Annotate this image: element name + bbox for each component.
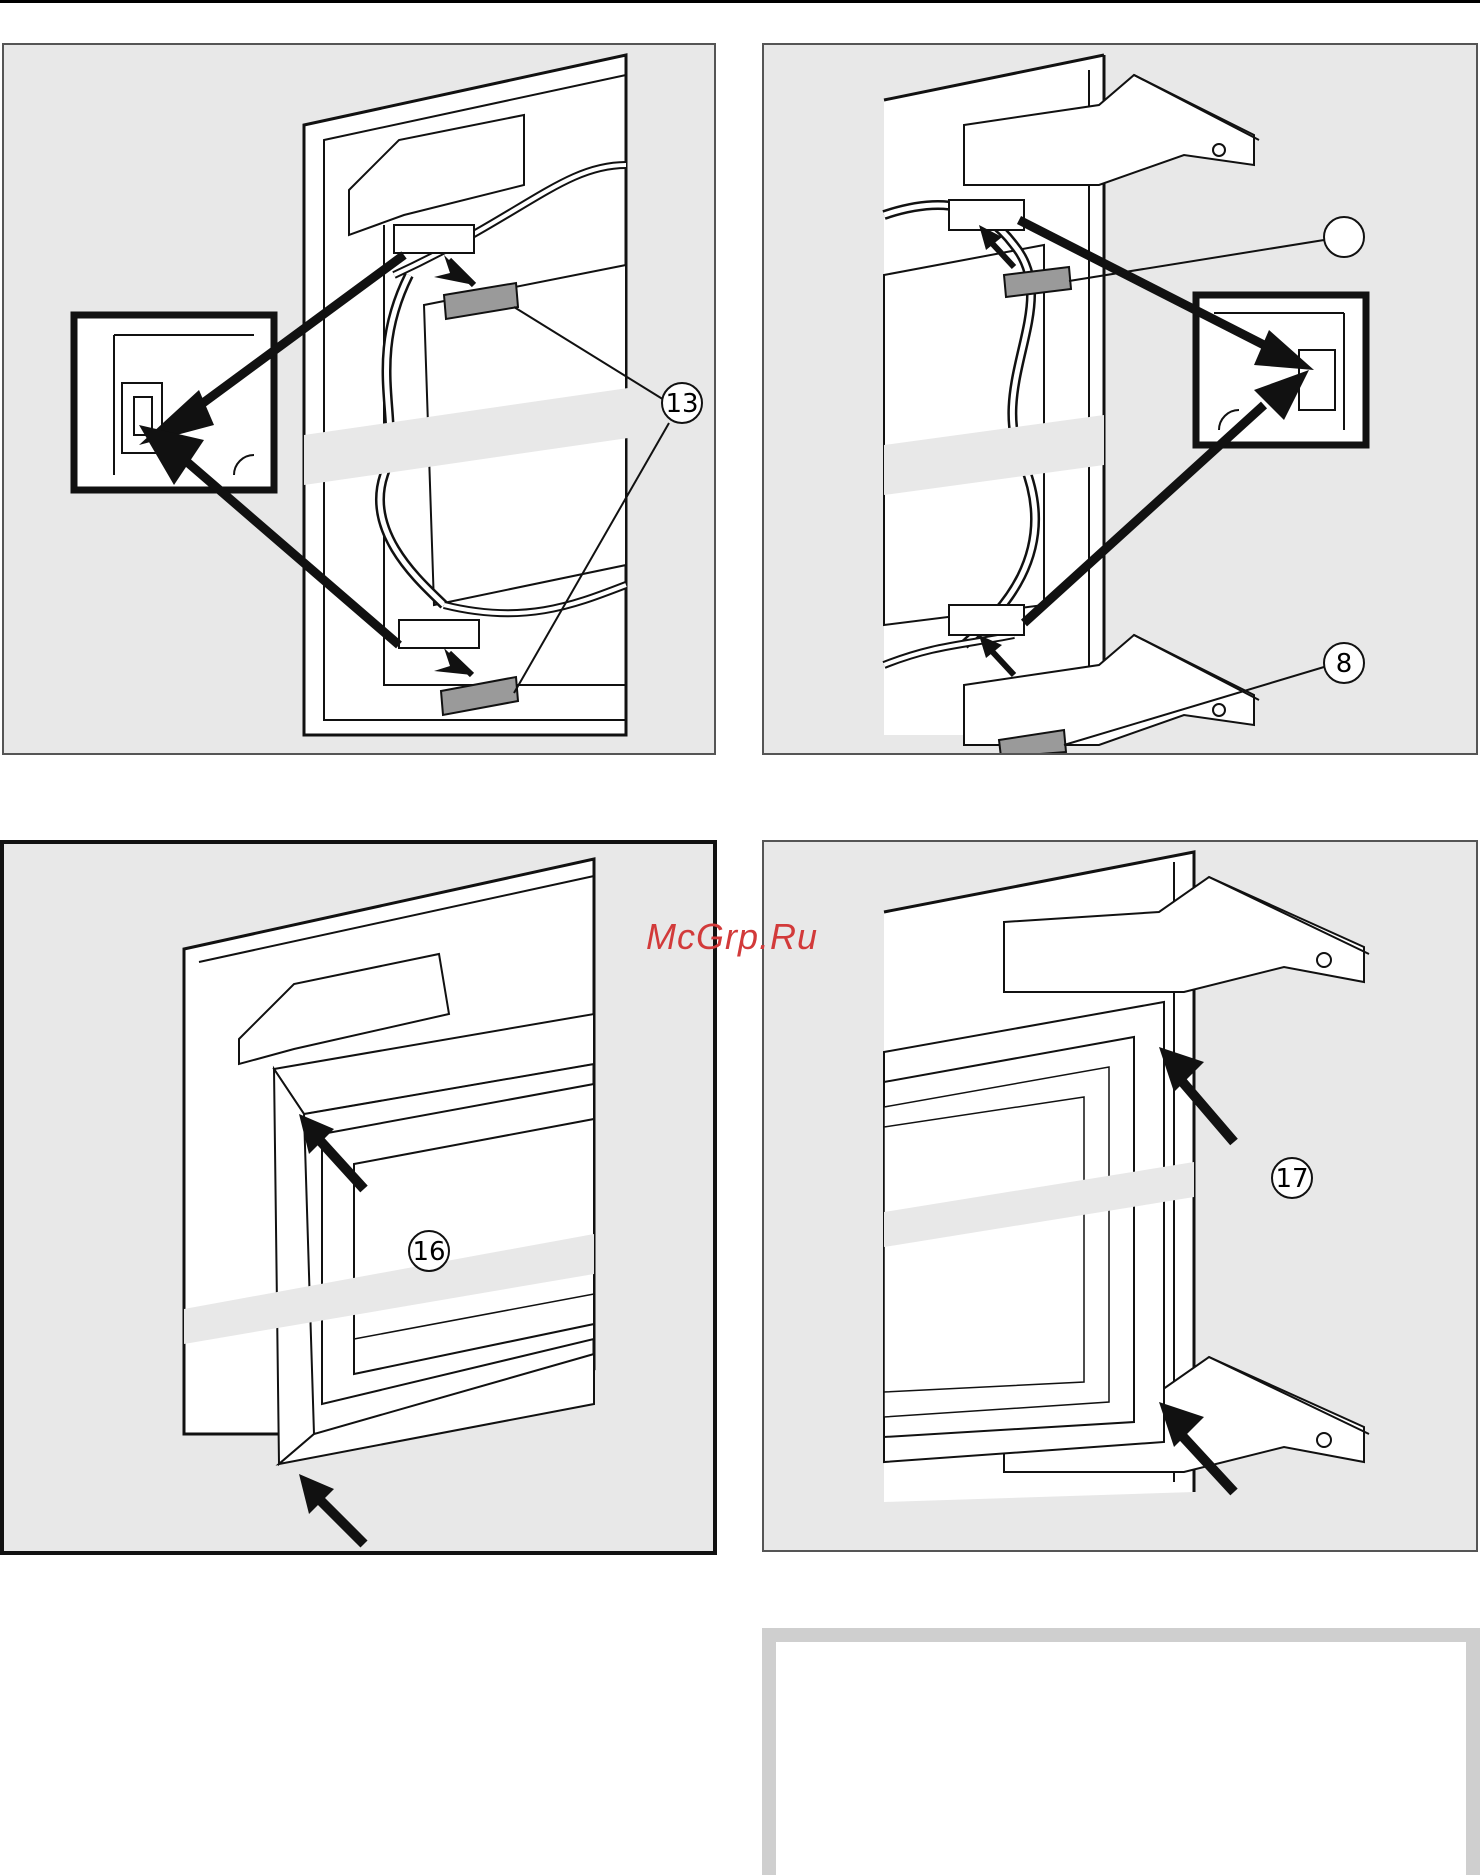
figure-panel-4: 17 — [762, 840, 1478, 1552]
figure-panel-2: 8 — [762, 43, 1478, 755]
figure-3-illustration: 16 — [4, 844, 717, 1555]
magnifier-inset-icon — [1196, 295, 1366, 445]
figure-panel-3: 16 — [0, 840, 717, 1555]
figure-panel-1: 13 — [2, 43, 716, 755]
figure-4-illustration: 17 — [764, 842, 1478, 1552]
note-box-inner — [776, 1642, 1466, 1875]
watermark: McGrp.Ru — [646, 916, 818, 958]
figure-2-illustration: 8 — [764, 45, 1478, 755]
callout-8: 8 — [1336, 649, 1353, 679]
callout-13: 13 — [665, 389, 698, 419]
note-box — [762, 1628, 1480, 1875]
callout-17: 17 — [1275, 1164, 1308, 1194]
top-rule — [0, 0, 1480, 3]
callout-16: 16 — [412, 1237, 445, 1267]
figure-1-illustration: 13 — [4, 45, 716, 755]
